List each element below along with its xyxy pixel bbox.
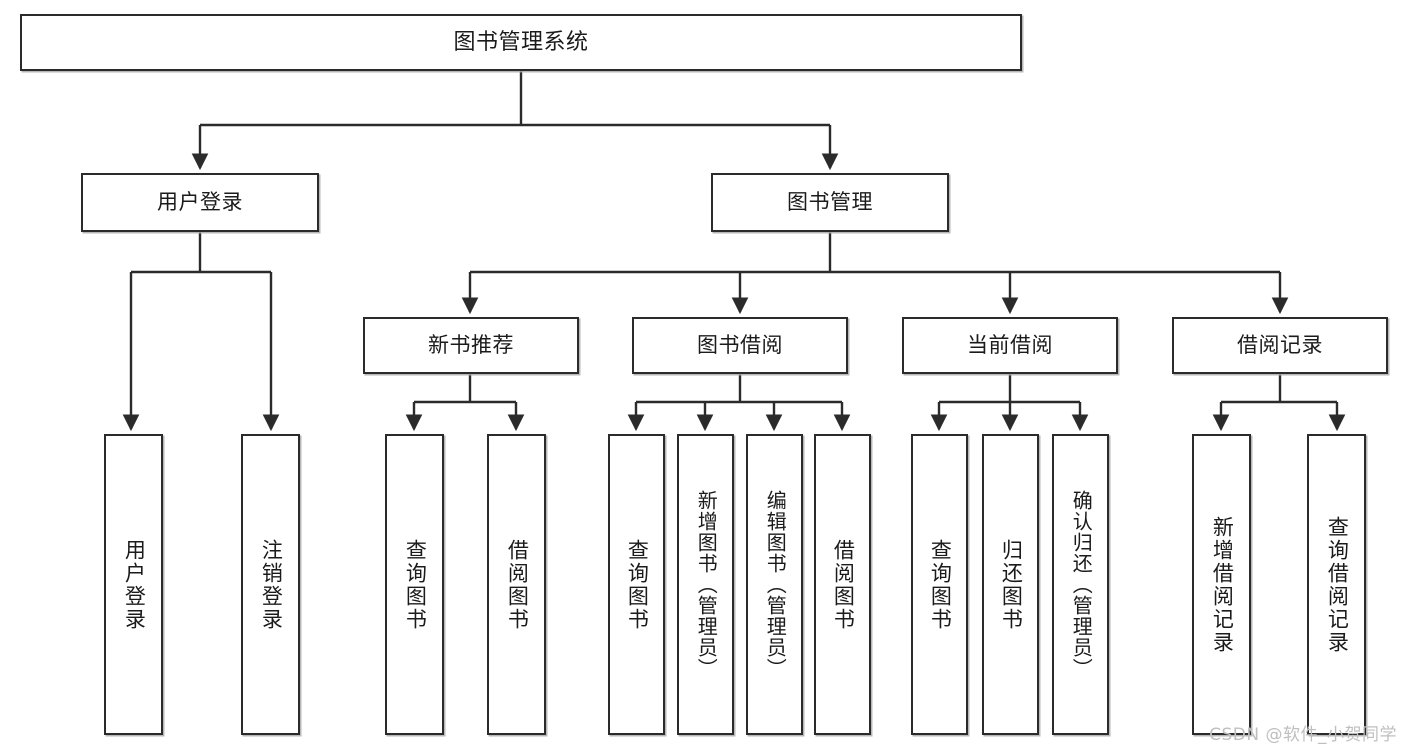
node-leaf-borrow-book-1[interactable]: 借阅图书	[487, 434, 546, 735]
node-borrow-record-label: 借阅记录	[1237, 333, 1323, 358]
node-leaf-add-record[interactable]: 新增借阅记录	[1192, 434, 1251, 735]
csdn-watermark: CSDN @软件_小贺同学	[1209, 725, 1397, 745]
node-book-borrow-label: 图书借阅	[697, 333, 783, 358]
node-leaf-query-book-3[interactable]: 查询图书	[911, 434, 968, 735]
node-leaf-confirm-return[interactable]: 确认归还（管理员）	[1052, 434, 1109, 735]
node-leaf-edit-book[interactable]: 编辑图书（管理员）	[746, 434, 803, 735]
node-leaf-borrow-book-2[interactable]: 借阅图书	[814, 434, 871, 735]
node-leaf-user-login-label: 用户登录	[122, 538, 147, 631]
node-user-login[interactable]: 用户登录	[81, 173, 319, 232]
node-leaf-add-book-label: 新增图书（管理员）	[694, 490, 719, 679]
node-leaf-borrow-book-1-label: 借阅图书	[505, 538, 530, 631]
node-leaf-confirm-return-label: 确认归还（管理员）	[1069, 490, 1094, 679]
node-borrow-record[interactable]: 借阅记录	[1172, 317, 1388, 374]
node-new-book-recommend[interactable]: 新书推荐	[363, 317, 579, 374]
node-leaf-return-book-label: 归还图书	[999, 538, 1024, 631]
node-current-borrow[interactable]: 当前借阅	[902, 317, 1118, 374]
node-leaf-query-record[interactable]: 查询借阅记录	[1307, 434, 1366, 735]
node-leaf-query-book-1-label: 查询图书	[403, 538, 428, 631]
node-leaf-logout[interactable]: 注销登录	[241, 434, 300, 735]
node-leaf-query-record-label: 查询借阅记录	[1325, 515, 1350, 654]
node-leaf-add-record-label: 新增借阅记录	[1210, 515, 1235, 654]
node-root[interactable]: 图书管理系统	[20, 14, 1022, 71]
node-current-borrow-label: 当前借阅	[967, 333, 1053, 358]
node-book-borrow[interactable]: 图书借阅	[632, 317, 848, 374]
node-leaf-query-book-3-label: 查询图书	[928, 538, 953, 631]
node-leaf-edit-book-label: 编辑图书（管理员）	[763, 490, 788, 679]
node-leaf-logout-label: 注销登录	[259, 538, 284, 631]
node-leaf-return-book[interactable]: 归还图书	[982, 434, 1039, 735]
node-root-label: 图书管理系统	[453, 29, 589, 55]
node-book-manage[interactable]: 图书管理	[711, 173, 949, 232]
node-leaf-query-book-2-label: 查询图书	[625, 538, 650, 631]
node-book-manage-label: 图书管理	[787, 190, 873, 215]
node-leaf-query-book-2[interactable]: 查询图书	[608, 434, 665, 735]
node-leaf-user-login[interactable]: 用户登录	[104, 434, 163, 735]
node-leaf-borrow-book-2-label: 借阅图书	[831, 538, 856, 631]
node-leaf-add-book[interactable]: 新增图书（管理员）	[677, 434, 734, 735]
node-new-book-recommend-label: 新书推荐	[428, 333, 514, 358]
node-leaf-query-book-1[interactable]: 查询图书	[385, 434, 444, 735]
node-user-login-label: 用户登录	[157, 190, 243, 215]
